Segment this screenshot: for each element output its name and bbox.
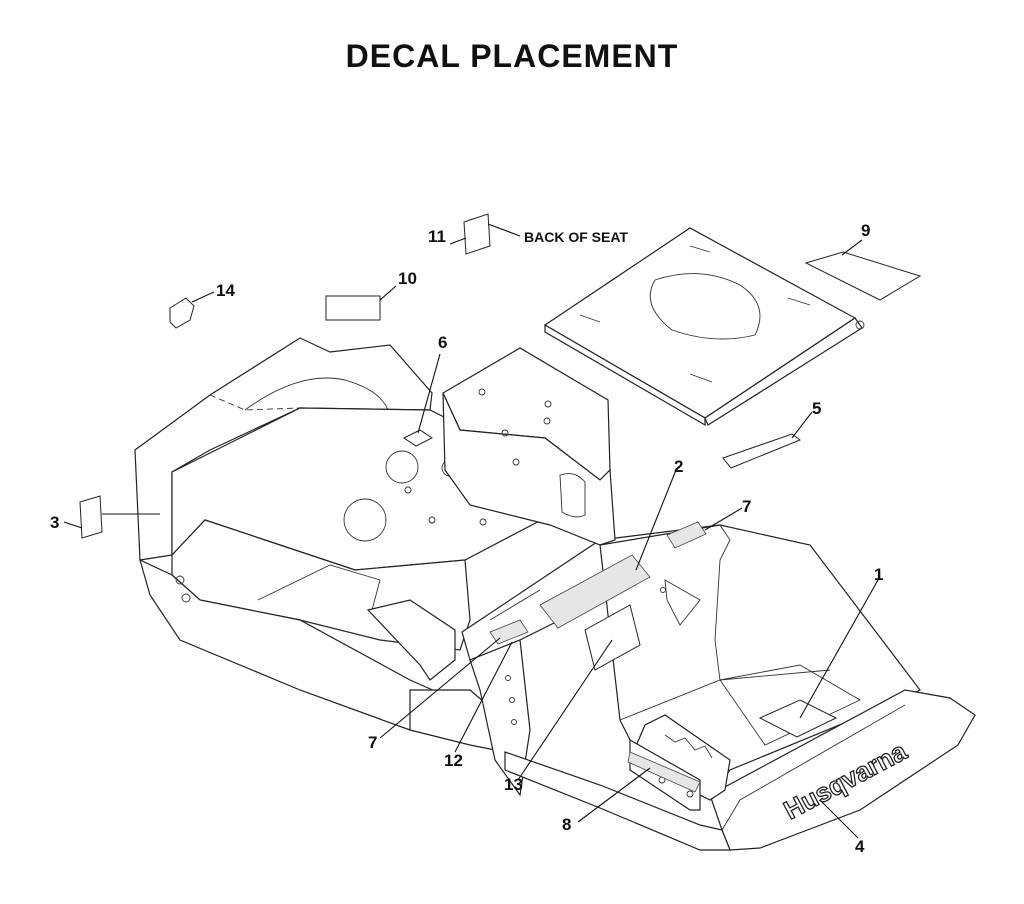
callout-6: 6 (438, 333, 447, 352)
callout-11: 11 (428, 227, 446, 246)
back-of-seat-note: BACK OF SEAT (524, 229, 628, 245)
decal-5 (722, 433, 802, 469)
decal-11 (463, 213, 491, 255)
callout-14: 14 (216, 281, 235, 300)
callout-4: 4 (855, 837, 865, 856)
callout-3: 3 (50, 513, 59, 532)
callout-8: 8 (562, 815, 571, 834)
callout-5: 5 (812, 399, 821, 418)
callout-9: 9 (861, 221, 870, 240)
callout-7-left: 7 (368, 733, 377, 752)
front-nose-left (504, 751, 731, 851)
decal-8 (627, 751, 701, 793)
decal-1 (758, 699, 838, 738)
chassis-frame (134, 337, 976, 851)
callout-2: 2 (674, 457, 683, 476)
decal-6 (403, 429, 433, 447)
decal-3 (79, 495, 103, 539)
callout-10: 10 (398, 269, 417, 288)
page-title: DECAL PLACEMENT (345, 38, 679, 74)
decal-14 (169, 297, 195, 329)
decal-9 (804, 251, 922, 301)
decal-7-right (666, 521, 707, 549)
decal-10 (325, 295, 381, 321)
decal-2 (539, 554, 651, 629)
callout-7-right: 7 (742, 497, 751, 516)
seat-support-side (442, 392, 616, 546)
decal-13 (584, 604, 641, 671)
callout-13: 13 (504, 775, 523, 794)
seat-pan (543, 227, 865, 427)
callout-12: 12 (444, 751, 463, 770)
left-bracket (366, 599, 456, 681)
callout-1: 1 (874, 565, 883, 584)
leader-lines (63, 223, 879, 839)
callout-labels: 1 2 3 4 5 6 7 7 8 9 10 11 12 13 14 BACK … (50, 221, 883, 856)
